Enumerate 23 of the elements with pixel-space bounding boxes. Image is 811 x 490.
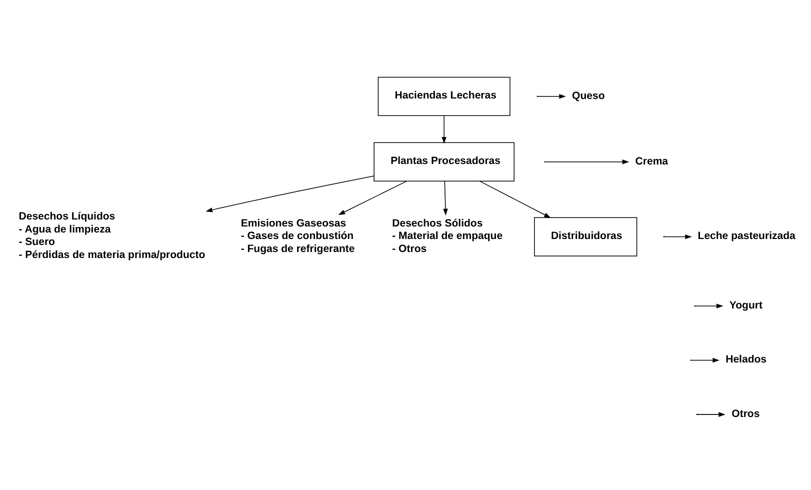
node-box: Plantas Procesadoras	[374, 142, 514, 181]
node-text: Queso	[572, 89, 605, 102]
node-text: Yogurt	[729, 298, 762, 311]
arrow	[338, 180, 408, 215]
node-text: Emisiones Gaseosas - Gases de conbustión - Fugas de refrigerante	[240, 216, 355, 254]
node-text: Crema	[635, 154, 668, 167]
arrow	[694, 303, 724, 308]
node-text: Leche pasteurizada	[698, 230, 796, 242]
arrow	[537, 94, 566, 98]
arrow	[691, 357, 720, 362]
arrow	[479, 180, 551, 218]
node-text: Helados	[726, 353, 767, 366]
node-text: Desechos Líquidos - Agua de limpieza - Suero - Pérdidas de materia prima/producto	[18, 210, 206, 261]
arrow	[443, 180, 448, 216]
node-box: Distribuidoras	[534, 216, 638, 256]
arrow	[544, 159, 630, 164]
arrow	[442, 114, 446, 144]
node-text: Desechos Sólidos - Material de empaque - Otros	[392, 216, 503, 254]
arrow	[697, 412, 726, 416]
arrow	[206, 175, 374, 212]
node-box: Haciendas Lecheras	[378, 76, 510, 116]
arrow	[664, 234, 692, 239]
node-text: Otros	[732, 407, 760, 420]
